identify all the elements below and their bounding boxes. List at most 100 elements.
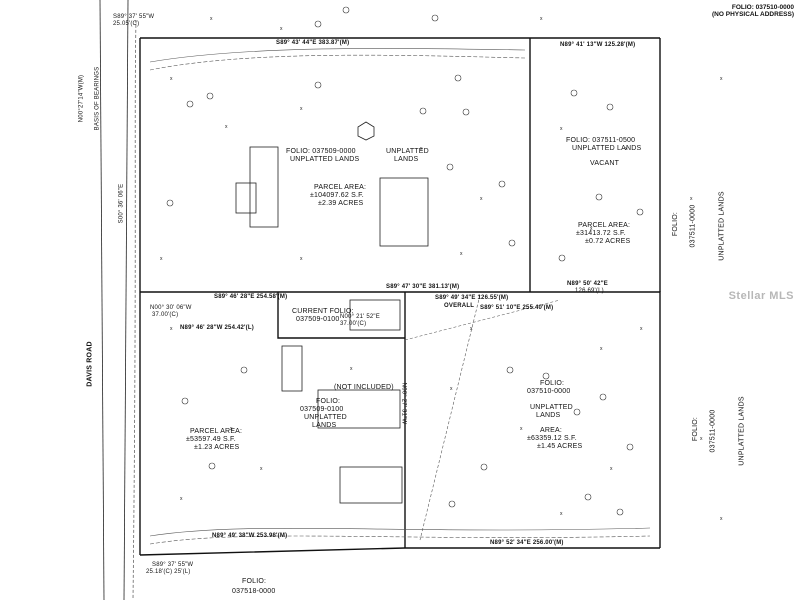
bearing-vertical-right: N00° 27' 31"W xyxy=(400,382,407,425)
parcel-upper-right-folio: FOLIO: 037511-0500 xyxy=(566,137,636,144)
bearing-mid-center: S89° 47' 30"E 381.13'(M) xyxy=(386,284,460,290)
parcel-lower-right-folio-number: 037510-0000 xyxy=(527,388,571,395)
svg-text:x: x xyxy=(300,256,303,262)
svg-text:x: x xyxy=(690,196,693,202)
parcel-far-right-lower-folio-number: 037511-0000 xyxy=(709,409,717,453)
svg-text:x: x xyxy=(610,466,613,472)
parcel-lower-right-status2: LANDS xyxy=(536,412,561,419)
parcel-lower-center-folio: FOLIO: xyxy=(316,398,341,405)
svg-text:x: x xyxy=(280,26,283,32)
parcel-upper-left-area-ac: ±2.39 ACRES xyxy=(318,200,364,207)
parcel-upper-right-vacant: VACANT xyxy=(590,160,620,167)
parcel-lower-center-status2: LANDS xyxy=(312,422,337,429)
svg-text:x: x xyxy=(625,146,628,152)
parcel-upper-right-status: UNPLATTED LANDS xyxy=(572,145,642,152)
parcel-lower-right-status: UNPLATTED xyxy=(530,404,573,411)
svg-text:x: x xyxy=(420,146,423,152)
svg-text:x: x xyxy=(600,346,603,352)
parcel-lower-left-area-sf: ±53597.49 S.F. xyxy=(186,436,236,443)
svg-text:x: x xyxy=(160,256,163,262)
parcel-upper-center-label2: LANDS xyxy=(394,156,419,163)
header-folio-number: FOLIO: 037510-0000 xyxy=(731,4,794,11)
svg-text:x: x xyxy=(300,106,303,112)
bearing-mid-small-distance: 37.00'(C) xyxy=(340,321,367,327)
parcel-lower-right-area-ac: ±1.45 ACRES xyxy=(537,443,583,450)
interior-lines xyxy=(149,48,651,545)
svg-text:x: x xyxy=(350,366,353,372)
parcel-current-folio: 037509-0100 xyxy=(296,316,340,323)
bearing-mid-small: N00° 21' 52"E xyxy=(340,314,380,320)
svg-text:x: x xyxy=(460,251,463,257)
header-folio: FOLIO: 037510-0000 (NO PHYSICAL ADDRESS) xyxy=(712,4,794,18)
bearing-mid-right-a: S89° 49' 34"E 126.55'(M) xyxy=(435,295,509,301)
bearing-vertical-left: S00° 36' 06"E xyxy=(118,183,125,224)
svg-text:x: x xyxy=(170,76,173,82)
parcel-lower-left-area-label: PARCEL AREA: xyxy=(190,428,243,435)
bearing-mid-left-low: N89° 46' 28"W 254.42'(L) xyxy=(180,325,254,331)
parcel-bottom-folio-number: 037518-0000 xyxy=(232,588,276,595)
road-edges xyxy=(99,0,137,600)
watermark: Stellar MLS xyxy=(728,290,794,302)
bearing-overall: S89° 51' 10"E 255.40'(M) xyxy=(480,305,554,311)
bearing-bottom-left: N89° 49' 38"W 253.98'(M) xyxy=(212,533,288,539)
svg-text:x: x xyxy=(720,516,723,522)
parcel-upper-center-label: UNPLATTED xyxy=(386,148,429,155)
bearing-bottom-right: N89° 52' 34"E 256.00'(M) xyxy=(490,540,564,546)
svg-text:x: x xyxy=(720,76,723,82)
structures xyxy=(235,121,429,504)
parcel-far-right-lower-folio: FOLIO: xyxy=(692,416,700,442)
parcel-upper-right-area-ac: ±0.72 ACRES xyxy=(585,238,631,245)
parcel-lower-center-folio-number: 037509-0100 xyxy=(300,406,344,413)
parcel-upper-right-area-label: PARCEL AREA: xyxy=(578,222,631,229)
bearing-mid-right-b-distance: 126.69'(L) xyxy=(575,288,604,294)
bearing-top-left-distance: 25.05'(C) xyxy=(113,21,140,27)
parcel-lower-right-area-label: AREA: xyxy=(540,427,563,434)
svg-text:x: x xyxy=(640,326,643,332)
bearing-mid-left-top: N00° 30' 06"W xyxy=(150,305,192,311)
parcel-far-right-upper-folio: FOLIO: xyxy=(672,211,680,237)
parcel-bottom-folio: FOLIO: xyxy=(242,578,267,585)
parcel-lower-right-area-sf: ±63359.12 S.F. xyxy=(527,435,577,442)
parcel-far-right-lower-status: UNPLATTED LANDS xyxy=(738,396,746,466)
svg-text:x: x xyxy=(450,386,453,392)
parcel-far-right-upper-status: UNPLATTED LANDS xyxy=(718,191,726,261)
bearing-mid-right-b: N89° 50' 42"E xyxy=(567,281,608,287)
svg-text:x: x xyxy=(180,496,183,502)
svg-text:x: x xyxy=(560,126,563,132)
svg-text:x: x xyxy=(480,196,483,202)
svg-text:x: x xyxy=(470,326,473,332)
parcel-far-right-upper-folio-number: 037511-0000 xyxy=(689,204,697,248)
svg-text:x: x xyxy=(540,16,543,22)
parcel-not-included: (NOT INCLUDED) xyxy=(334,384,394,391)
bearing-mid-left-top-distance: 37.00'(C) xyxy=(152,312,179,318)
bearing-bottom-left-distance: 25.18'(C) 25'(L) xyxy=(146,569,191,575)
svg-text:x: x xyxy=(520,426,523,432)
parcel-lower-center-status: UNPLATTED xyxy=(304,414,347,421)
parcel-lower-right-folio: FOLIO: xyxy=(540,380,565,387)
road-basis-label: BASIS OF BEARINGS xyxy=(94,66,101,131)
svg-text:x: x xyxy=(225,124,228,130)
parcel-upper-left-area-label: PARCEL AREA: xyxy=(314,184,367,191)
bearing-bottom-left-b: S89° 37' 55"W xyxy=(152,562,194,568)
parcel-boundaries xyxy=(139,37,661,556)
svg-text:x: x xyxy=(560,511,563,517)
tree-markers xyxy=(166,6,644,516)
bearing-overall-label: OVERALL xyxy=(444,303,475,309)
svg-text:x: x xyxy=(590,226,593,232)
parcel-upper-left-area-sf: ±104097.62 S.F. xyxy=(310,192,364,199)
header-folio-address: (NO PHYSICAL ADDRESS) xyxy=(712,11,794,18)
svg-text:x: x xyxy=(170,326,173,332)
bearing-top-right: N89° 41' 13"W 125.28'(M) xyxy=(560,42,636,48)
bearing-top-mid: S89° 43' 44"E 383.87'(M) xyxy=(276,40,350,46)
parcel-upper-right-area-sf: ±31413.72 S.F. xyxy=(576,230,626,237)
road-bearing: N00°27'14"W(M) xyxy=(78,74,85,123)
svg-text:x: x xyxy=(230,426,233,432)
parcel-upper-left-status: UNPLATTED LANDS xyxy=(290,156,360,163)
spot-marks: xxx xxx xxx xxx xxx xxx xxx xxx xxx xxx xyxy=(160,16,723,522)
bearing-mid-left: S89° 46' 28"E 254.58'(M) xyxy=(214,294,288,300)
parcel-lower-left-area-ac: ±1.23 ACRES xyxy=(194,444,240,451)
parcel-current-label: CURRENT FOLIO: xyxy=(292,308,354,315)
parcel-upper-left-folio: FOLIO: 037509-0000 xyxy=(286,148,356,155)
svg-text:x: x xyxy=(210,16,213,22)
